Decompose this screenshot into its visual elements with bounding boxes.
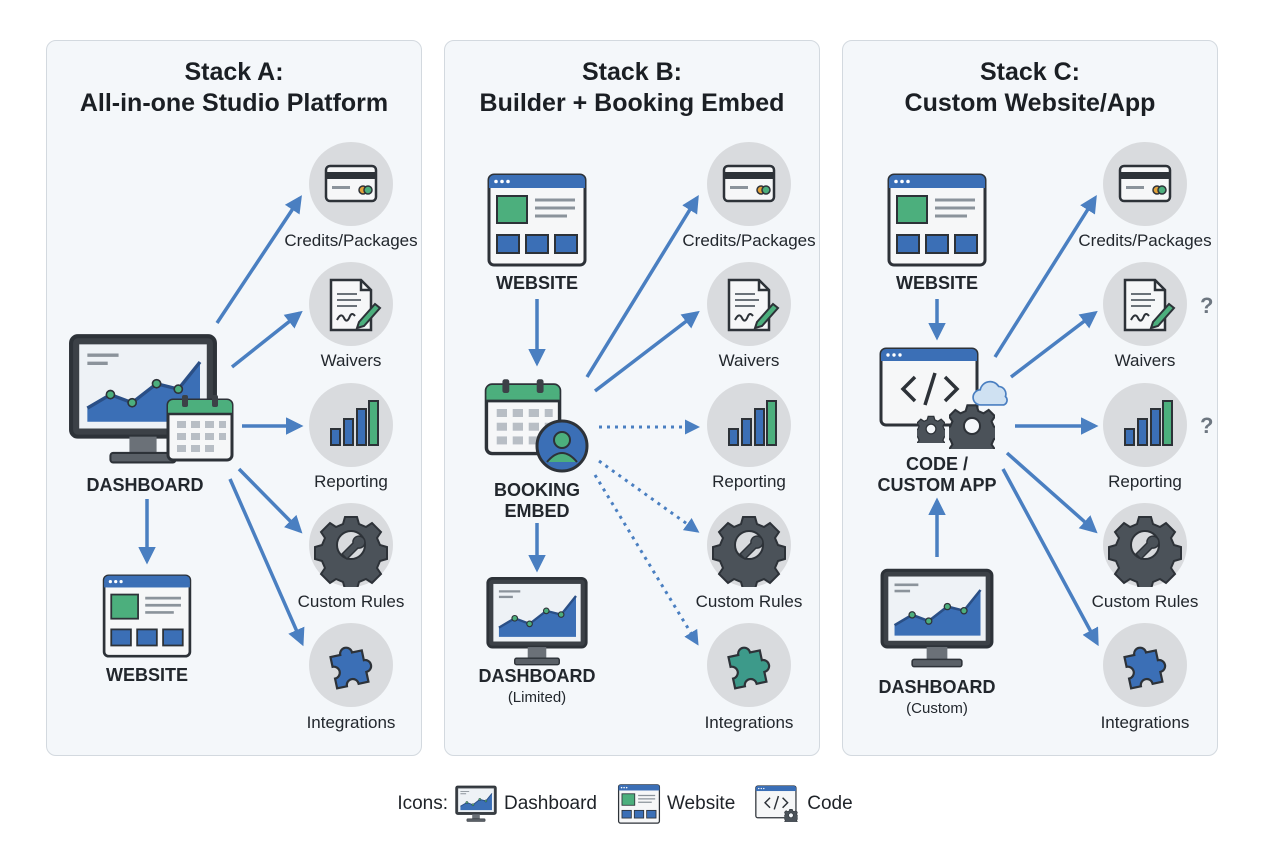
stack-a-title: Stack A: All-in-one Studio Platform (47, 57, 421, 119)
arrow-a-waivers (230, 310, 303, 369)
stack-b-feature-rules: Custom Rules (696, 592, 803, 611)
dashboard-icon (486, 576, 588, 667)
stack-a-feature-credits: Credits/Packages (284, 231, 417, 250)
stack-c-code-label-1: CODE / (906, 454, 968, 474)
stack-a-dashboard-label: DASHBOARD (87, 475, 204, 495)
stack-a-feature-rules: Custom Rules (298, 592, 405, 611)
puzzle-icon (707, 623, 791, 707)
legend-prefix: Icons: (397, 793, 449, 814)
reporting-question-mark: ? (1200, 413, 1213, 438)
website-icon (102, 574, 192, 658)
stack-c-panel: Stack C: Custom Website/App WEBSITE CODE… (842, 40, 1218, 756)
waiver-document-icon (1103, 262, 1187, 346)
stack-b-website-label: WEBSITE (496, 273, 578, 293)
arrow-a-rules (237, 467, 303, 534)
stack-c-dashboard-note: (Custom) (906, 700, 968, 717)
stack-c-title-line1: Stack C: (979, 58, 1081, 86)
stack-a-panel: Stack A: All-in-one Studio Platform DASH… (46, 40, 422, 756)
bar-chart-icon (707, 383, 791, 467)
arrow-c-waivers (1009, 310, 1098, 379)
stack-b-title: Stack B: Builder + Booking Embed (445, 57, 819, 119)
waiver-document-icon (707, 262, 791, 346)
stack-b-booking-label-2: EMBED (504, 501, 569, 521)
arrow-a-integrations (228, 478, 305, 647)
waivers-question-mark: ? (1200, 293, 1213, 318)
credit-card-icon (707, 142, 791, 226)
arrow-b-waivers (593, 310, 700, 393)
dashboard-icon (455, 785, 497, 823)
stack-c-feature-integrations: Integrations (1101, 713, 1190, 732)
stack-a-feature-waivers: Waivers (321, 351, 382, 370)
gear-wrench-icon (707, 503, 791, 587)
website-icon (487, 173, 587, 267)
stack-a-website-label: WEBSITE (106, 665, 188, 685)
gear-icon (949, 404, 995, 449)
stack-b-diagram: WEBSITE BOOKING EMBED DASHBOARD (Limited… (479, 142, 816, 732)
arrow-c-rules (1005, 451, 1098, 534)
gear-wrench-icon (1103, 503, 1187, 587)
stack-a-feature-integrations: Integrations (307, 713, 396, 732)
dashboard-icon (880, 568, 994, 669)
puzzle-icon (1103, 623, 1187, 707)
stack-c-feature-rules: Custom Rules (1092, 592, 1199, 611)
stack-b-dashboard-label: DASHBOARD (479, 666, 596, 686)
stack-b-feature-credits: Credits/Packages (682, 231, 815, 250)
stack-b-title-line1: Stack B: (581, 58, 683, 86)
icon-legend: Icons: Dashboard Website Code (0, 784, 1264, 824)
legend-item-code: Code (749, 784, 853, 824)
user-avatar-icon (535, 419, 589, 473)
arrow-b-rules-dotted (598, 459, 700, 533)
stack-a-title-line2: All-in-one Studio Platform (79, 89, 389, 117)
arrow-a-credits (215, 195, 302, 324)
stack-c-title-line2: Custom Website/App (904, 89, 1156, 117)
stack-b-feature-integrations: Integrations (705, 713, 794, 732)
waiver-document-icon (309, 262, 393, 346)
website-icon (887, 173, 987, 267)
stack-b-feature-reporting: Reporting (712, 472, 786, 491)
stack-a-feature-reporting: Reporting (314, 472, 388, 491)
legend-label-website: Website (666, 793, 736, 814)
stack-c-feature-reporting: Reporting (1108, 472, 1182, 491)
arrow-b-credits (585, 195, 699, 378)
stack-b-feature-waivers: Waivers (719, 351, 780, 370)
stack-c-website-label: WEBSITE (896, 273, 978, 293)
legend-item-dashboard: Dashboard (448, 785, 597, 823)
legend-label-dashboard: Dashboard (504, 793, 597, 814)
calendar-icon (166, 393, 234, 462)
arrow-b-integrations-dotted (593, 474, 699, 646)
legend-item-website: Website (611, 784, 735, 824)
stack-b-title-line2: Builder + Booking Embed (479, 89, 785, 117)
stack-a-title-line1: Stack A: (184, 58, 284, 86)
code-icon (755, 785, 798, 822)
credit-card-icon (1103, 142, 1187, 226)
stack-c-title: Stack C: Custom Website/App (843, 57, 1217, 119)
stack-b-dashboard-note: (Limited) (508, 689, 566, 706)
stack-c-dashboard-label: DASHBOARD (879, 677, 996, 697)
website-icon (617, 784, 661, 824)
gear-icon (917, 415, 945, 443)
credit-card-icon (309, 142, 393, 226)
stack-a-diagram: DASHBOARD WEBSITE Credits/Packages Waive… (47, 142, 418, 732)
stack-c-feature-waivers: Waivers (1115, 351, 1176, 370)
stack-c-code-label-2: CUSTOM APP (877, 475, 996, 495)
stack-c-diagram: WEBSITE CODE / CUSTOM APP DASHBOARD (Cus… (877, 142, 1213, 732)
bar-chart-icon (1103, 383, 1187, 467)
stack-b-booking-label-1: BOOKING (494, 480, 580, 500)
bar-chart-icon (309, 383, 393, 467)
stack-b-panel: Stack B: Builder + Booking Embed WEBSITE… (444, 40, 820, 756)
arrow-c-credits (993, 195, 1097, 358)
legend-label-code: Code (807, 793, 853, 814)
puzzle-icon (309, 623, 393, 707)
arrow-c-integrations (1001, 468, 1099, 647)
gear-wrench-icon (309, 503, 393, 587)
stack-c-feature-credits: Credits/Packages (1078, 231, 1211, 250)
